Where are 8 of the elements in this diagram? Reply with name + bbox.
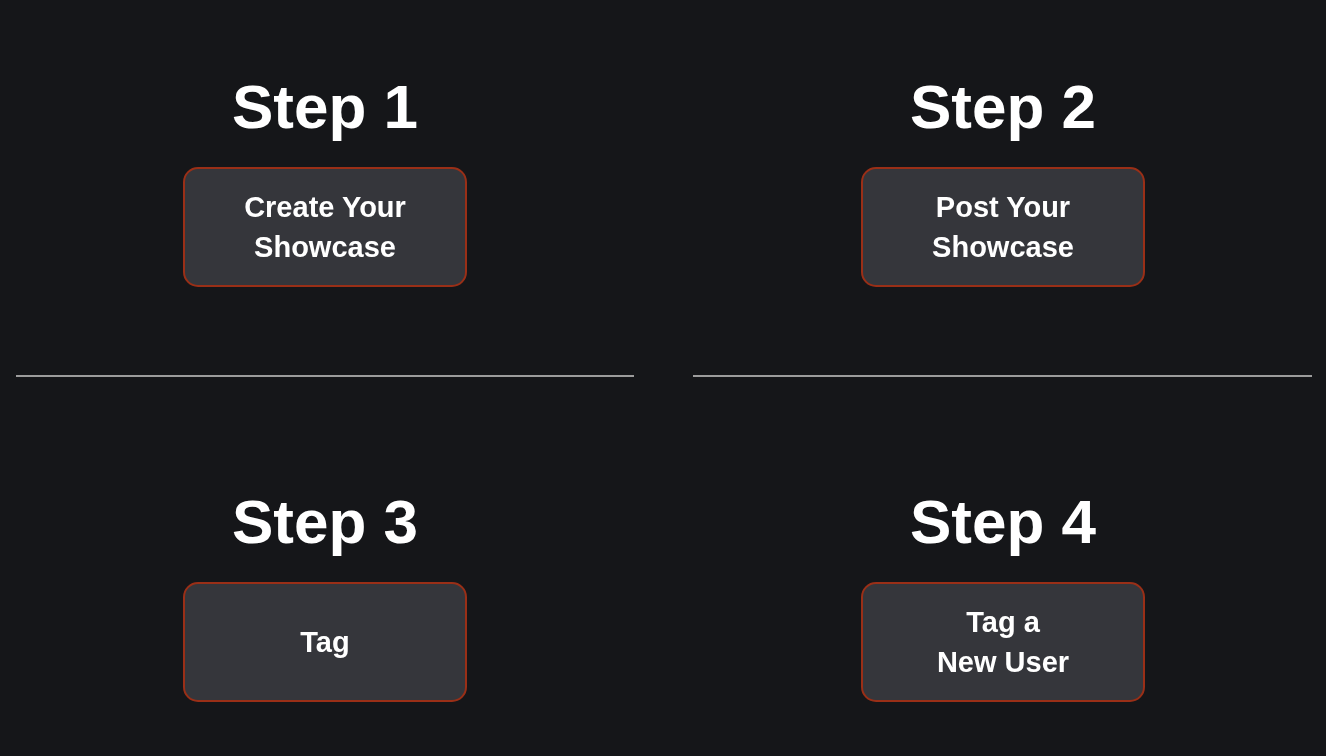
step-heading: Step 2 — [909, 72, 1097, 142]
step-heading: Step 3 — [231, 487, 419, 557]
step-text: Tag — [300, 625, 350, 660]
step-heading: Step 1 — [231, 72, 419, 142]
step-text: Create Your Showcase — [243, 190, 407, 265]
step-heading: Step 4 — [909, 487, 1097, 557]
step-text: Tag a New User — [935, 605, 1071, 680]
step-text: Post Your Showcase — [931, 190, 1075, 265]
